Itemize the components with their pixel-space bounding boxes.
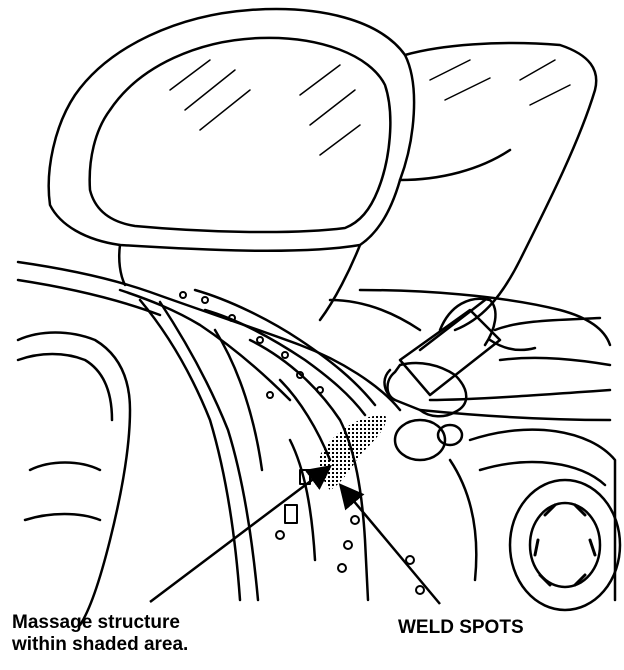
body-quarter-structure [16,260,612,602]
removed-rear-panel [47,7,598,332]
massage-pointer-line [149,464,332,603]
detail-holes [179,291,425,595]
shaded-area [319,415,386,490]
wheel [393,418,622,612]
massage-caption-line2: within shaded area. [12,634,189,655]
massage-caption-line1: Massage structure [12,612,180,633]
seat [16,331,132,627]
hand-with-tool [383,297,612,422]
weld-pointer-line [338,483,441,605]
weld-spots-caption: WELD SPOTS [398,617,524,638]
massage-caption: Massage structure within shaded area. [12,612,188,656]
